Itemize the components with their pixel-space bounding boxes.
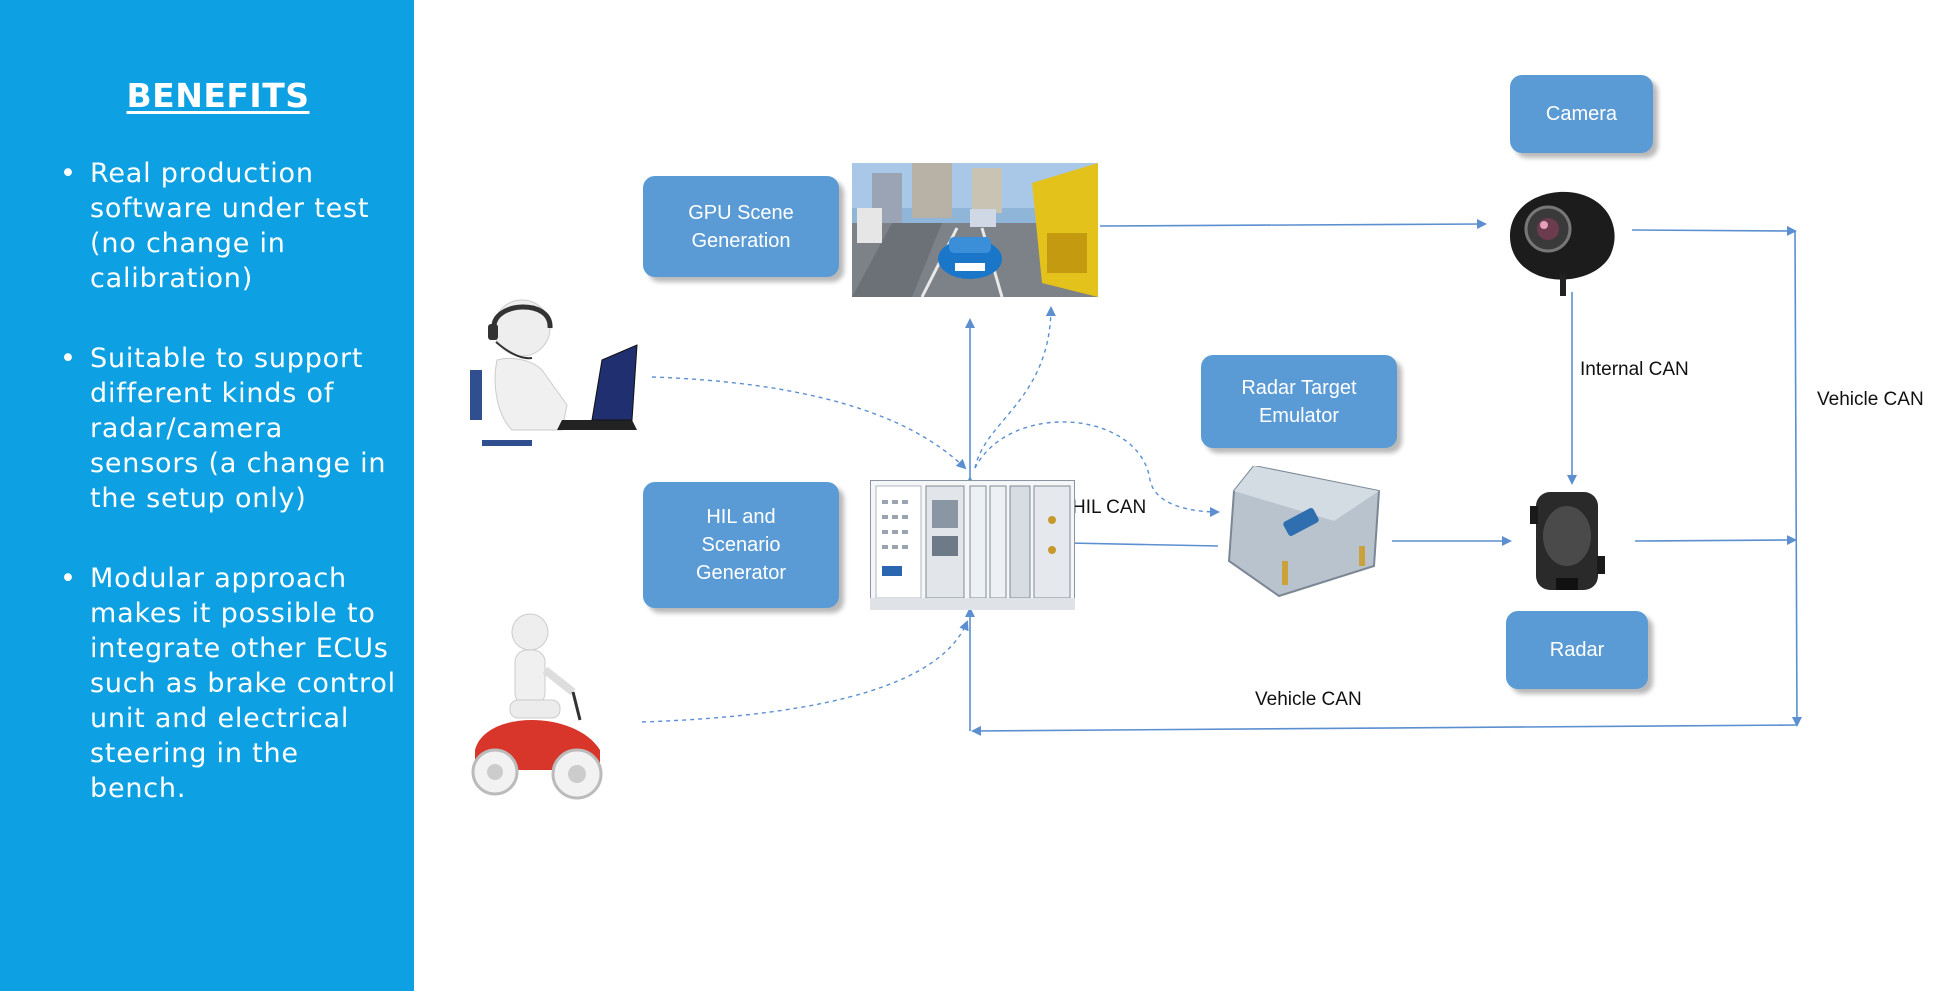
internal-can-label: Internal CAN (1580, 359, 1689, 380)
hil-rack-image (870, 480, 1075, 610)
camera-device-image (1510, 191, 1615, 296)
gpu-scene-generation-box: GPU Scene Generation (643, 176, 839, 277)
radar-device-image (1530, 492, 1605, 590)
bullet-icon: • (60, 563, 77, 594)
benefit-item: • Modular approach makes it possible to i… (58, 561, 398, 806)
dashed-hil-to-scene (974, 306, 1056, 469)
radar-emulator-device-image (1227, 466, 1381, 598)
benefits-list: • Real production software under test (no… (58, 156, 398, 851)
arrow-camera-to-right-bus (1631, 225, 1797, 236)
benefit-text: Suitable to support different kinds of r… (90, 343, 387, 514)
arrow-radar-to-right-bus (1634, 535, 1797, 546)
benefit-text: Modular approach makes it possible to in… (90, 563, 396, 804)
radar-target-emulator-box: Radar Target Emulator (1201, 355, 1397, 448)
hil-can-line (1067, 542, 1219, 547)
bullet-icon: • (60, 158, 77, 189)
vehicle-can-bottom-bus (971, 724, 1798, 736)
radar-box: Radar (1506, 611, 1648, 689)
benefit-item: • Suitable to support different kinds of … (58, 341, 398, 516)
dashed-driver-to-hil (641, 620, 969, 723)
benefit-item: • Real production software under test (no… (58, 156, 398, 296)
dashed-user-to-hil (651, 376, 967, 470)
vehicle-can-right-label: Vehicle CAN (1817, 389, 1924, 410)
hil-can-label: HIL CAN (1072, 497, 1147, 518)
benefits-panel: BENEFITS • Real production software under… (0, 0, 414, 991)
driving-scene-image (852, 163, 1098, 297)
camera-box: Camera (1510, 75, 1653, 153)
vehicle-can-right-bus (1791, 230, 1802, 727)
benefits-title: BENEFITS (126, 76, 310, 115)
benefit-text: Real production software under test (no … (90, 158, 370, 294)
arrow-scene-to-camera (1099, 219, 1487, 230)
bullet-icon: • (60, 343, 77, 374)
hil-scenario-generator-box: HIL and Scenario Generator (643, 482, 839, 608)
vehicle-can-bottom-label: Vehicle CAN (1255, 689, 1362, 710)
driver-car-image (471, 613, 603, 800)
user-laptop-image (470, 299, 638, 446)
